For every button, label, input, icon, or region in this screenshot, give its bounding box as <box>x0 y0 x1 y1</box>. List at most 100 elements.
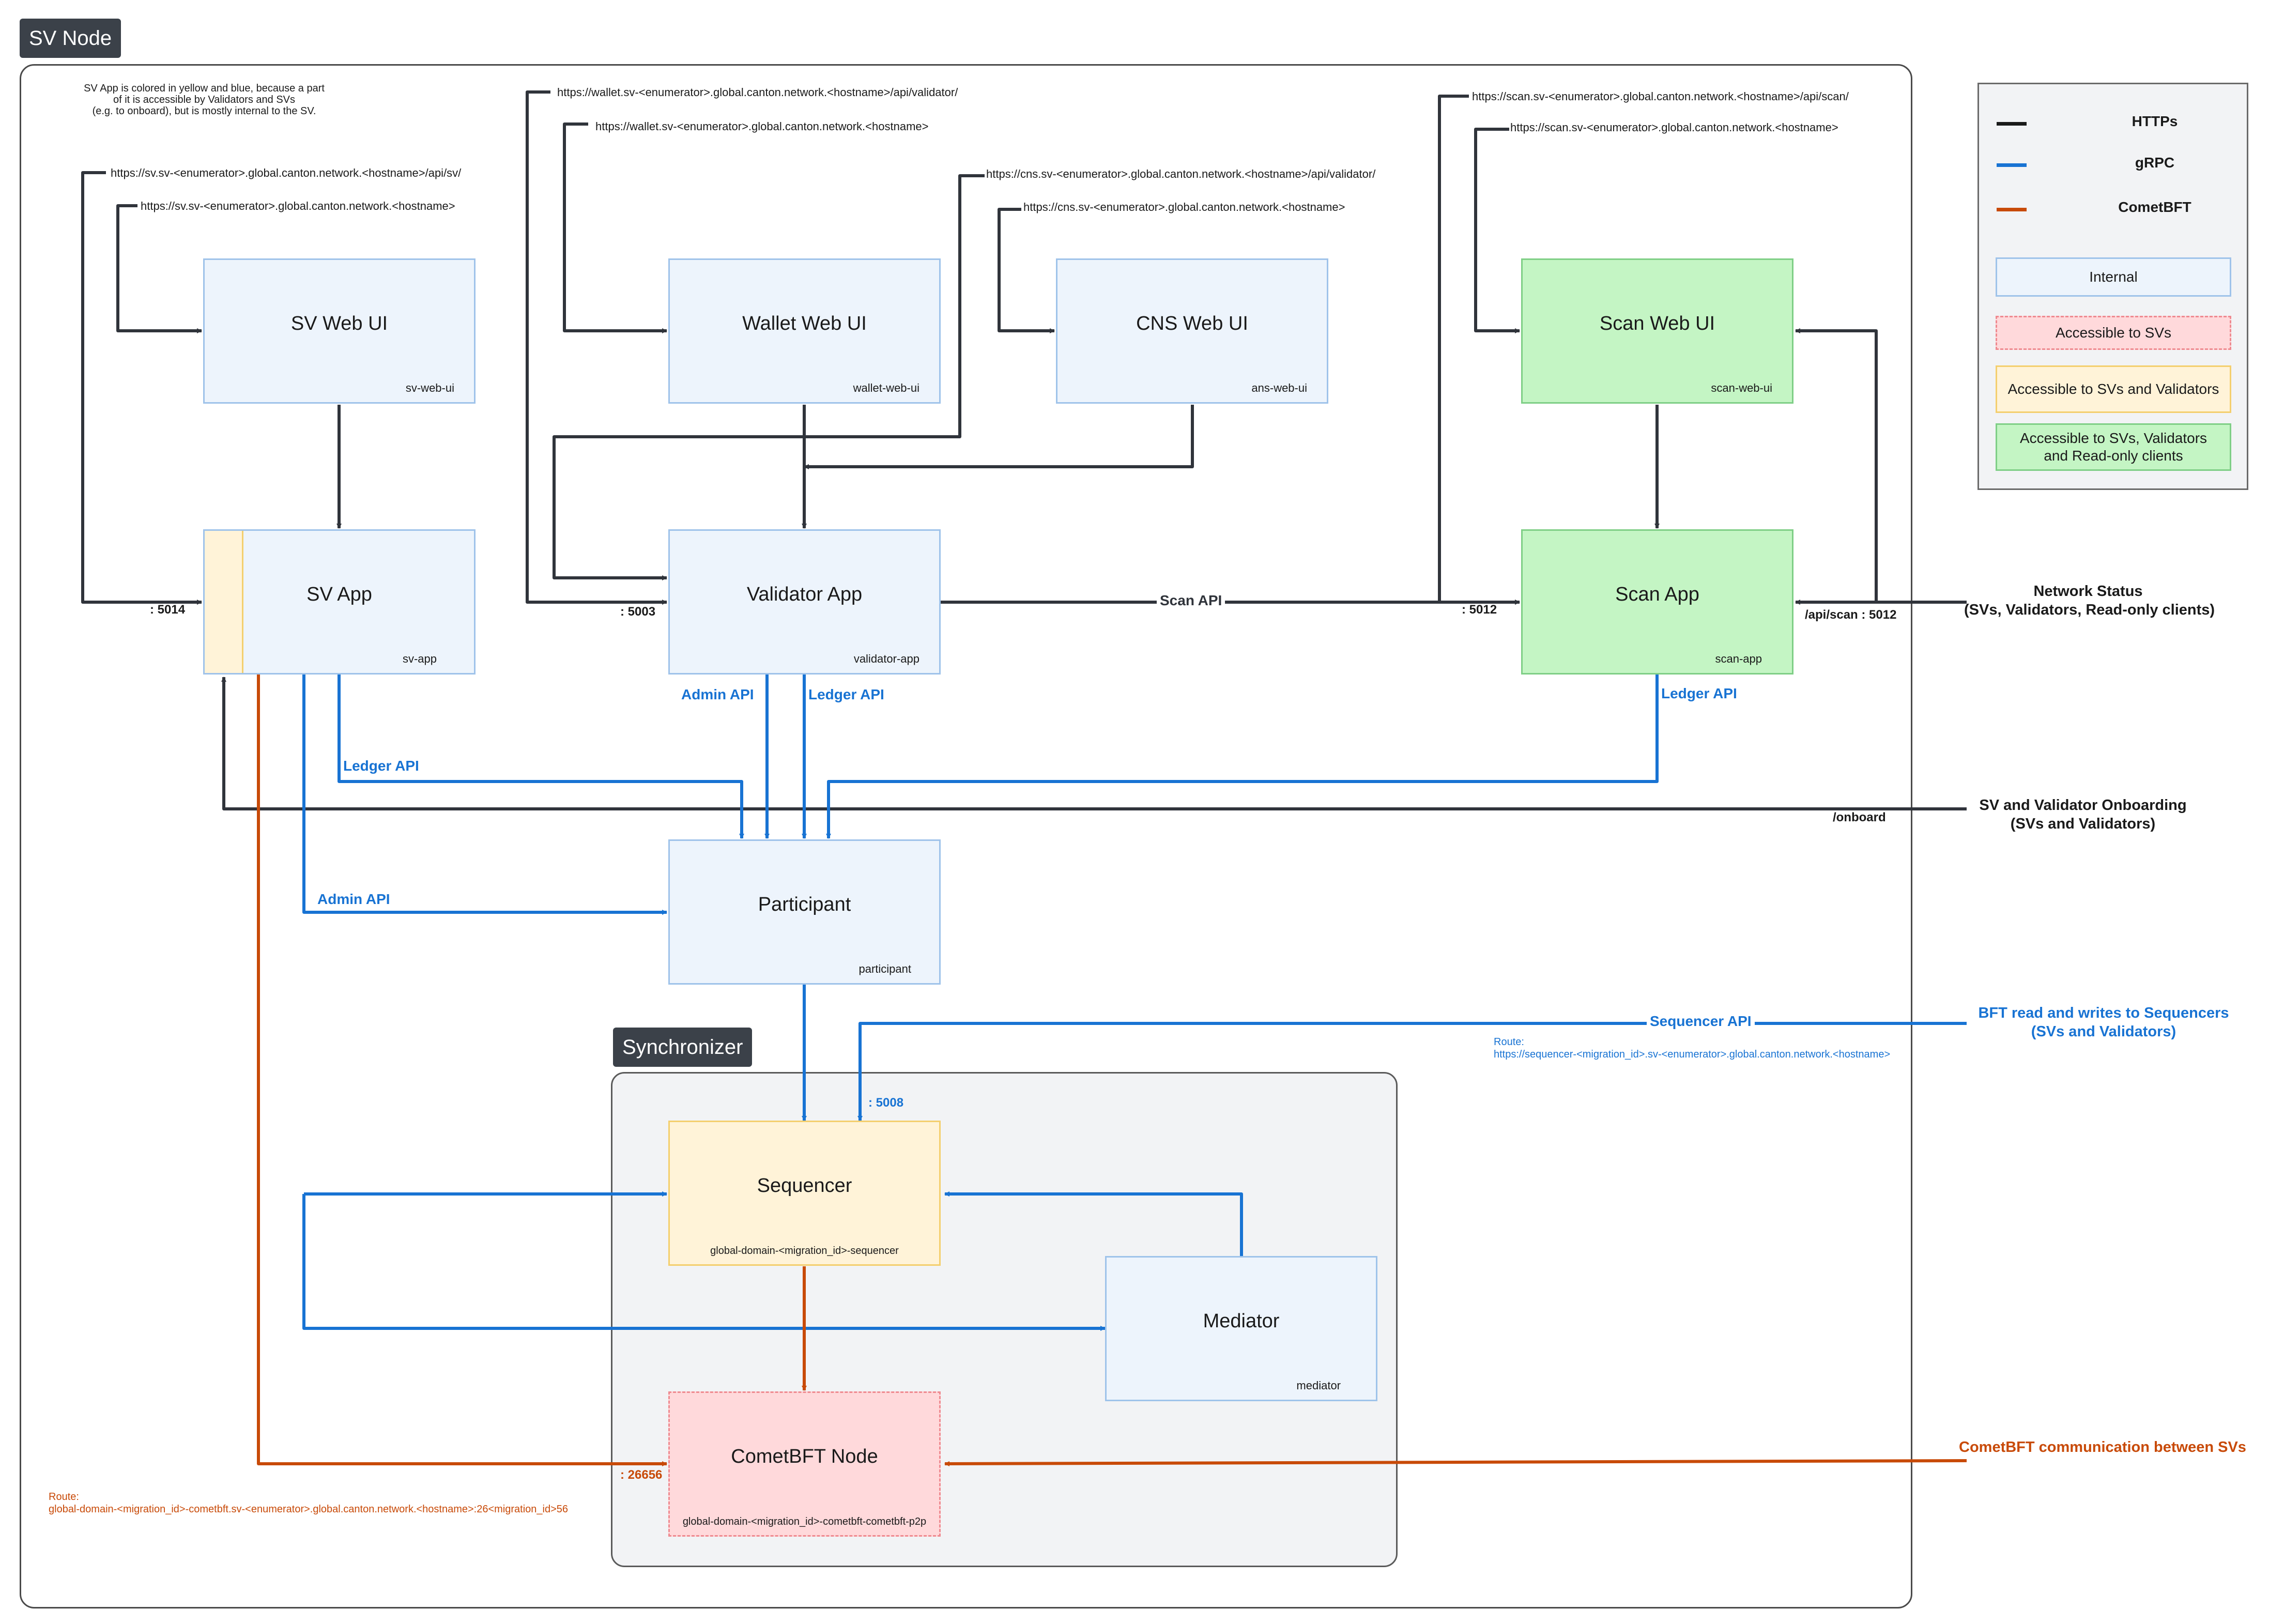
cns-web-ui-title: CNS Web UI <box>1136 313 1248 334</box>
edge-cnsweb-to-validator <box>804 405 1194 469</box>
sv-app-color-note: SV App is colored in yellow and blue, be… <box>62 83 346 117</box>
edge-scanapp-ledger <box>826 675 1659 839</box>
edge-network-status-to-scanweb <box>1795 328 1878 602</box>
scan-web-ui-title: Scan Web UI <box>1599 313 1715 334</box>
sequencer-sub: global-domain-<migration_id>-sequencer <box>710 1245 899 1257</box>
legend-https-label: HTTPs <box>2132 113 2178 129</box>
sv-app-title: SV App <box>306 584 372 605</box>
url-sv-web: https://sv.sv-<enumerator>.global.canton… <box>141 200 455 212</box>
port-sv-app: : 5014 <box>150 603 186 617</box>
edge-onboard <box>221 677 1967 810</box>
synchronizer-tag: Synchronizer <box>613 1028 753 1067</box>
edge-label-admin-api-sv: Admin API <box>317 891 390 907</box>
edge-label-ledger-api-sv: Ledger API <box>343 758 419 774</box>
edge-svapp-mediator <box>302 1194 1106 1331</box>
legend-grpc-label: gRPC <box>2135 155 2175 171</box>
wallet-web-ui-title: Wallet Web UI <box>742 313 867 334</box>
scan-web-ui-node: Scan Web UI scan-web-ui <box>1521 258 1793 404</box>
cometbft-node: CometBFT Node global-domain-<migration_i… <box>668 1391 941 1537</box>
sequencer-title: Sequencer <box>757 1175 852 1197</box>
sv-node-frame <box>20 64 1912 1608</box>
participant-node: Participant participant <box>668 839 941 985</box>
edge-label-ledger-api-scan: Ledger API <box>1661 685 1737 701</box>
sequencer-node: Sequencer global-domain-<migration_id>-s… <box>668 1121 941 1266</box>
sv-web-ui-title: SV Web UI <box>290 313 388 334</box>
port-scan-app: : 5012 <box>1462 603 1497 617</box>
sequencer-route: Route: https://sequencer-<migration_id>.… <box>1494 1036 1890 1061</box>
edge-sv-web-url <box>116 204 202 333</box>
sv-app-external-band <box>205 531 243 673</box>
port-validator-app: : 5003 <box>620 605 656 619</box>
edge-sv-api-url <box>81 171 202 605</box>
sequencer-route-label: Route: <box>1494 1036 1524 1048</box>
cometbft-route-value: global-domain-<migration_id>-cometbft.sv… <box>49 1504 569 1515</box>
url-wallet-api: https://wallet.sv-<enumerator>.global.ca… <box>557 86 958 99</box>
cometbft-title: CometBFT Node <box>731 1446 878 1467</box>
legend-all-line-1: Accessible to SVs, Validators <box>2019 430 2207 446</box>
legend: HTTPs gRPC CometBFT Internal Accessible … <box>1977 83 2248 490</box>
network-status-label: Network Status (SVs, Validators, Read-on… <box>1964 582 2215 619</box>
onboarding-audience: (SVs and Validators) <box>2010 816 2156 832</box>
network-status-audience: (SVs, Validators, Read-only clients) <box>1964 602 2215 618</box>
participant-title: Participant <box>758 894 851 915</box>
note-line-3: (e.g. to onboard), but is mostly interna… <box>92 105 316 117</box>
port-sequencer: : 5008 <box>868 1096 904 1110</box>
bft-audience: (SVs and Validators) <box>2031 1023 2176 1040</box>
port-cometbft: : 26656 <box>620 1468 663 1482</box>
edge-label-admin-api-validator: Admin API <box>681 686 754 702</box>
mediator-node: Mediator mediator <box>1105 1256 1377 1401</box>
edge-cometbft-between-svs <box>944 1459 1967 1466</box>
validator-app-node: Validator App validator-app <box>668 529 941 675</box>
scan-app-node: Scan App scan-app <box>1521 529 1793 675</box>
scan-app-title: Scan App <box>1615 584 1699 605</box>
cometbft-route: Route: global-domain-<migration_id>-come… <box>49 1491 568 1515</box>
legend-all: Accessible to SVs, Validators and Read-o… <box>1996 423 2231 471</box>
onboarding-title: SV and Validator Onboarding <box>1979 797 2187 814</box>
url-scan-web: https://scan.sv-<enumerator>.global.cant… <box>1510 121 1838 134</box>
scan-web-ui-sub: scan-web-ui <box>1711 381 1772 394</box>
legend-svs-validators: Accessible to SVs and Validators <box>1996 365 2231 413</box>
cometbft-sub: global-domain-<migration_id>-cometbft-co… <box>682 1516 927 1527</box>
participant-sub: participant <box>858 962 911 975</box>
network-status-title: Network Status <box>2033 583 2143 600</box>
url-sv-api: https://sv.sv-<enumerator>.global.canton… <box>111 166 462 179</box>
sv-app-node: SV App sv-app <box>203 529 476 675</box>
validator-app-title: Validator App <box>746 584 863 605</box>
edge-mediator-sequencer <box>944 1191 1243 1256</box>
edge-label-sequencer-api: Sequencer API <box>1647 1013 1755 1030</box>
sv-node-tag: SV Node <box>20 19 121 58</box>
legend-svs: Accessible to SVs <box>1996 316 2231 350</box>
edge-svapp-cometbft <box>257 675 667 1466</box>
sv-web-ui-sub: sv-web-ui <box>405 381 454 394</box>
edge-wallet-web-url <box>563 122 667 333</box>
scan-app-sub: scan-app <box>1715 652 1762 665</box>
edge-label-scan-api: Scan API <box>1157 592 1225 609</box>
cometbft-comm-label: CometBFT communication between SVs <box>1959 1439 2246 1456</box>
edge-cns-web-url <box>998 208 1055 333</box>
note-line-2: of it is accessible by Validators and SV… <box>113 94 296 105</box>
onboarding-label: SV and Validator Onboarding (SVs and Val… <box>1969 796 2197 833</box>
port-scan-status: /api/scan : 5012 <box>1805 608 1897 622</box>
cometbft-route-label: Route: <box>49 1491 79 1503</box>
edge-svapp-ledger <box>338 675 744 839</box>
edge-svapp-admin <box>302 675 667 915</box>
wallet-web-ui-node: Wallet Web UI wallet-web-ui <box>668 258 941 404</box>
legend-grpc-swatch <box>1997 163 2027 167</box>
legend-https-swatch <box>1997 122 2027 126</box>
edge-cns-api-url <box>553 174 985 580</box>
url-cns-web: https://cns.sv-<enumerator>.global.canto… <box>1023 201 1345 213</box>
edge-sequencer-api <box>857 1022 1967 1121</box>
edge-scan-web-url <box>1474 128 1520 333</box>
legend-all-line-2: and Read-only clients <box>2044 448 2183 464</box>
note-line-1: SV App is colored in yellow and blue, be… <box>84 83 325 94</box>
wallet-web-ui-sub: wallet-web-ui <box>853 381 919 394</box>
sequencer-route-value: https://sequencer-<migration_id>.sv-<enu… <box>1494 1049 1891 1060</box>
sv-app-sub: sv-app <box>402 652 437 665</box>
url-cns-api: https://cns.sv-<enumerator>.global.canto… <box>986 167 1376 180</box>
bft-label: BFT read and writes to Sequencers (SVs a… <box>1969 1004 2238 1041</box>
mediator-title: Mediator <box>1203 1310 1280 1332</box>
mediator-sub: mediator <box>1296 1379 1341 1392</box>
cns-web-ui-sub: ans-web-ui <box>1251 381 1307 394</box>
port-onboard: /onboard <box>1833 810 1886 824</box>
